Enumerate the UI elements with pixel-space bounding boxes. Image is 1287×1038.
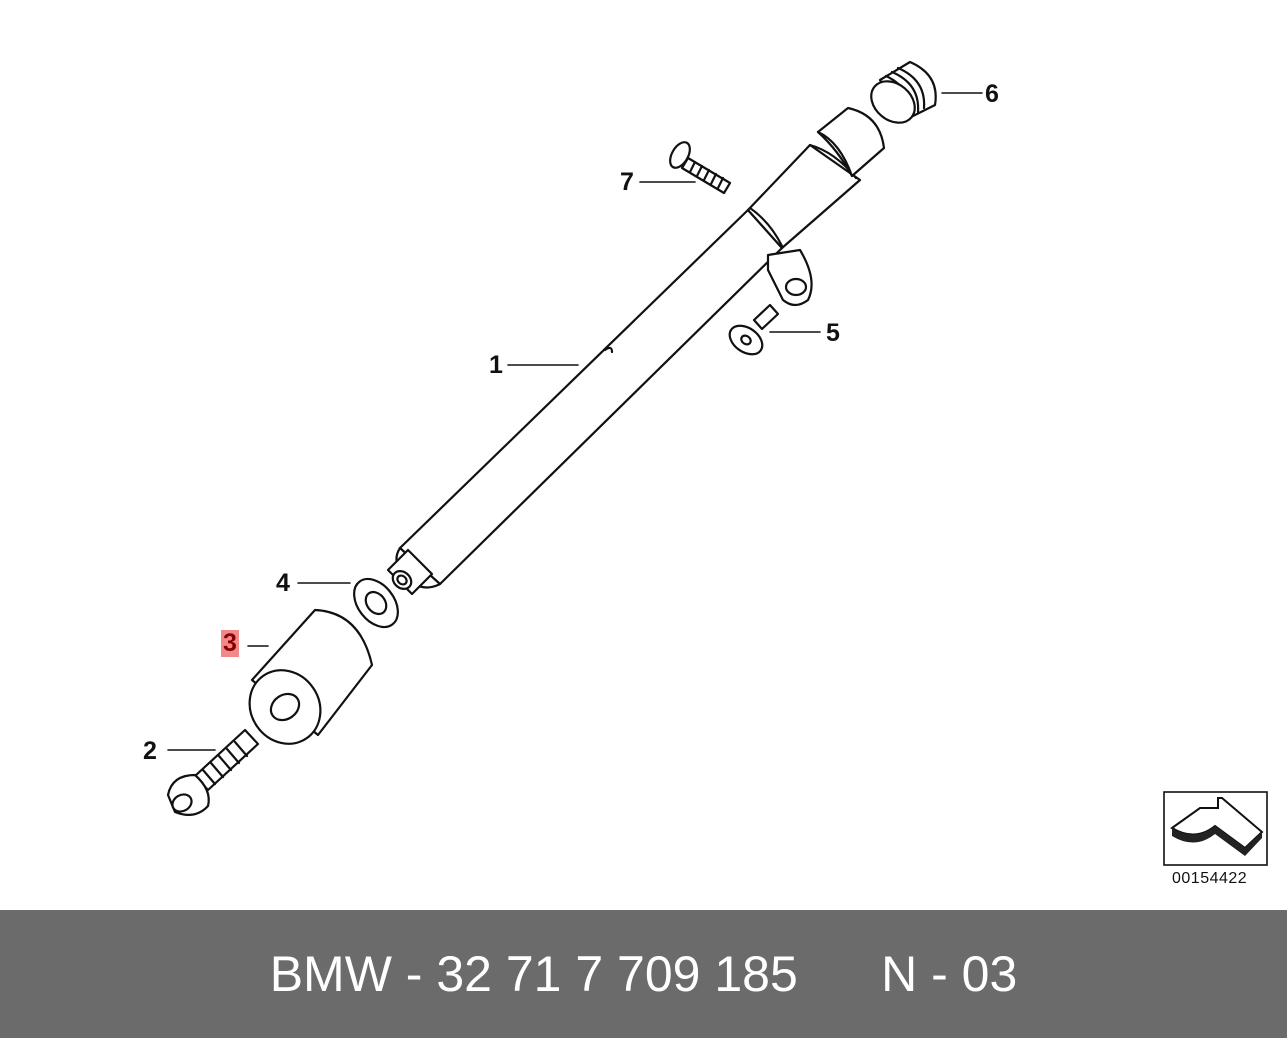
callout-4: 4 xyxy=(276,569,290,597)
part-4-washer xyxy=(353,577,399,629)
parts-diagram xyxy=(166,60,1268,866)
callout-7: 7 xyxy=(620,168,634,196)
diagram-code-text: N - 03 xyxy=(881,946,1018,1002)
part-6-cap xyxy=(870,60,937,124)
callout-5: 5 xyxy=(826,319,840,347)
part-number-banner: BMW - 32 71 7 709 185 N - 03 xyxy=(0,910,1287,1038)
leader-lines xyxy=(167,92,983,751)
callout-6: 6 xyxy=(985,80,999,108)
callout-1: 1 xyxy=(489,351,503,379)
callout-2: 2 xyxy=(143,737,157,765)
part-3-buffer xyxy=(248,608,374,745)
diagram-reference-id: 00154422 xyxy=(1172,870,1248,887)
part-1-steering-tube xyxy=(386,106,886,596)
part-2-cap-screw xyxy=(166,728,260,817)
arrow-3d-icon xyxy=(1163,791,1268,866)
part-7-bolt xyxy=(669,141,732,195)
callout-3-highlighted: 3 xyxy=(221,629,239,657)
part-number-text: BMW - 32 71 7 709 185 xyxy=(269,946,798,1002)
part-5-pin xyxy=(728,303,780,356)
